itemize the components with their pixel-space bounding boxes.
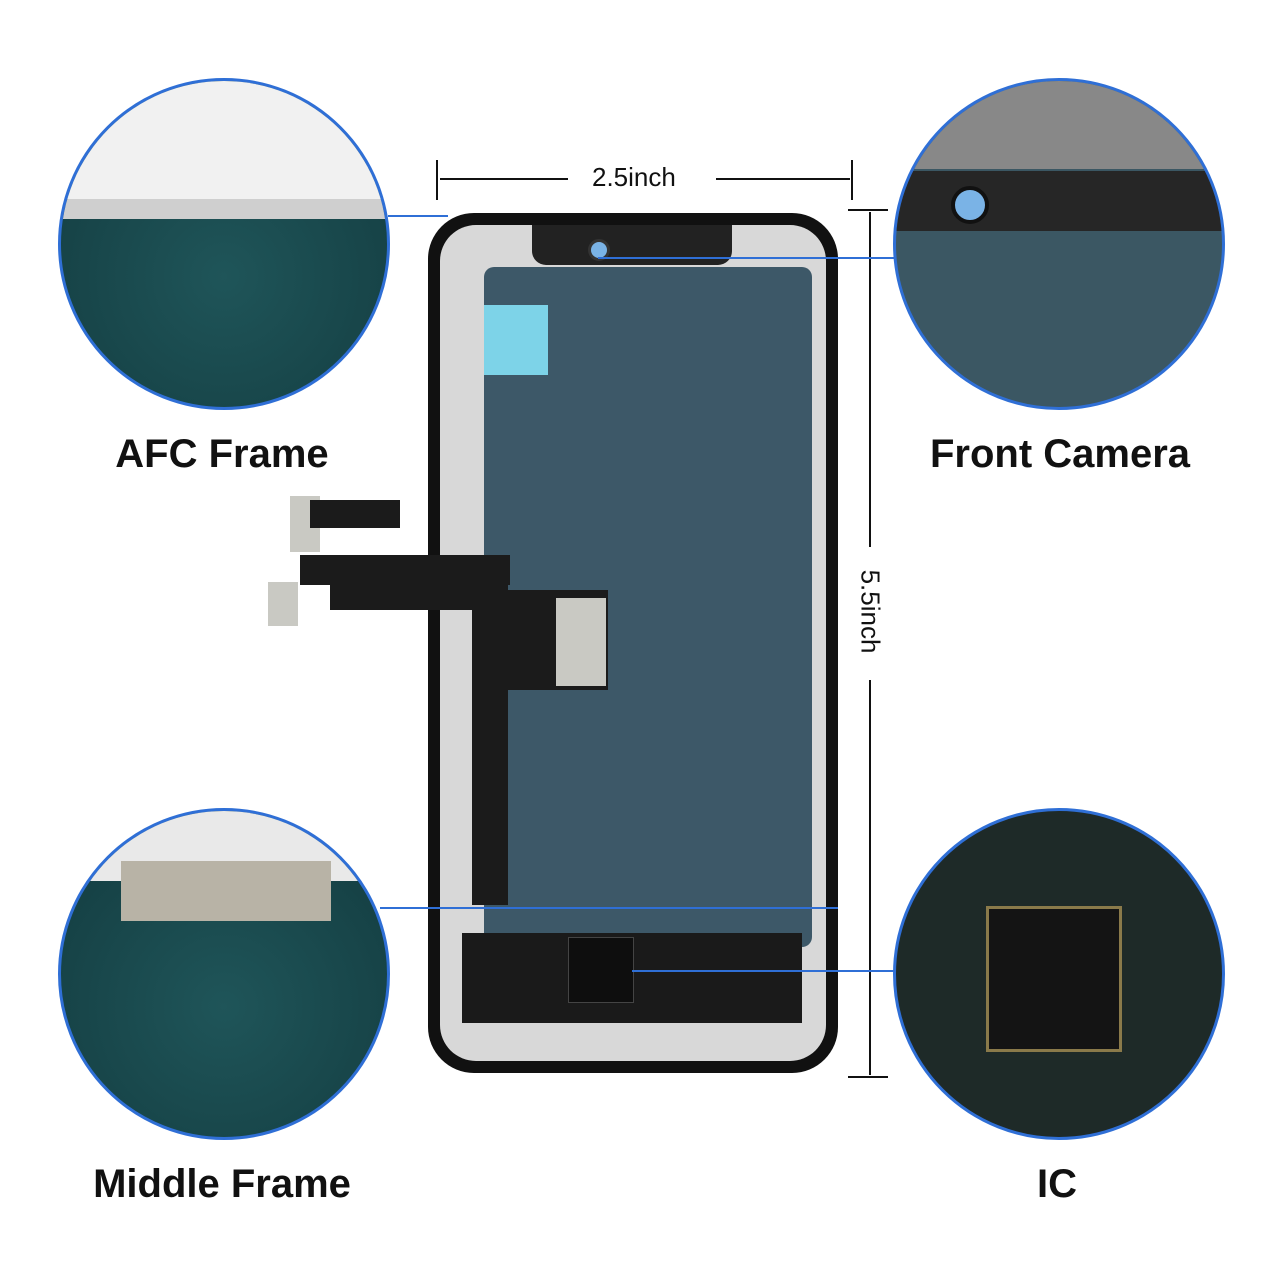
width-dimension-line-left bbox=[440, 178, 568, 180]
sticker bbox=[484, 305, 548, 375]
afc-frame-label: AFC Frame bbox=[115, 432, 329, 476]
camera-bracket-strip bbox=[896, 171, 1222, 231]
flex-connector-chip bbox=[556, 598, 606, 686]
flex-cable-arm-3 bbox=[310, 500, 400, 528]
width-dimension-tick-right bbox=[851, 160, 853, 200]
height-label: 5.5inch bbox=[855, 569, 886, 654]
flex-cable-arm-2 bbox=[330, 585, 480, 610]
height-dimension-tick-bottom bbox=[848, 1076, 888, 1078]
afc-frame-top bbox=[61, 81, 387, 199]
width-label: 2.5inch bbox=[592, 162, 676, 192]
zoom-middle-frame bbox=[58, 808, 390, 1140]
callout-line-ic bbox=[632, 970, 894, 972]
callout-line-middle bbox=[380, 907, 838, 909]
callout-line-afc bbox=[388, 215, 448, 217]
height-dimension-line-bottom bbox=[869, 680, 871, 1075]
camera-top bbox=[896, 81, 1222, 169]
zoom-ic bbox=[893, 808, 1225, 1140]
height-dimension-tick-top bbox=[848, 209, 888, 211]
ic-label: IC bbox=[1037, 1162, 1077, 1206]
middle-frame-label: Middle Frame bbox=[93, 1162, 351, 1206]
width-dimension-tick-left bbox=[436, 160, 438, 200]
front-camera-bracket bbox=[532, 225, 732, 265]
ic-chip bbox=[568, 937, 634, 1003]
flex-connector-2 bbox=[268, 582, 298, 626]
front-camera-label: Front Camera bbox=[929, 432, 1191, 476]
width-dimension-line-right bbox=[716, 178, 850, 180]
middle-frame-bracket bbox=[121, 861, 331, 921]
camera-lens bbox=[588, 239, 610, 261]
middle-frame bbox=[440, 225, 826, 1061]
height-dimension-line-top bbox=[869, 212, 871, 547]
zoom-front-camera bbox=[893, 78, 1225, 410]
flex-cable-arm bbox=[300, 555, 510, 585]
lcd-assembly bbox=[428, 213, 838, 1073]
ic-chip-zoom bbox=[986, 906, 1122, 1052]
callout-line-camera bbox=[598, 257, 894, 259]
zoom-afc-frame bbox=[58, 78, 390, 410]
camera-lens-zoom bbox=[951, 186, 989, 224]
afc-frame-edge bbox=[61, 199, 387, 219]
